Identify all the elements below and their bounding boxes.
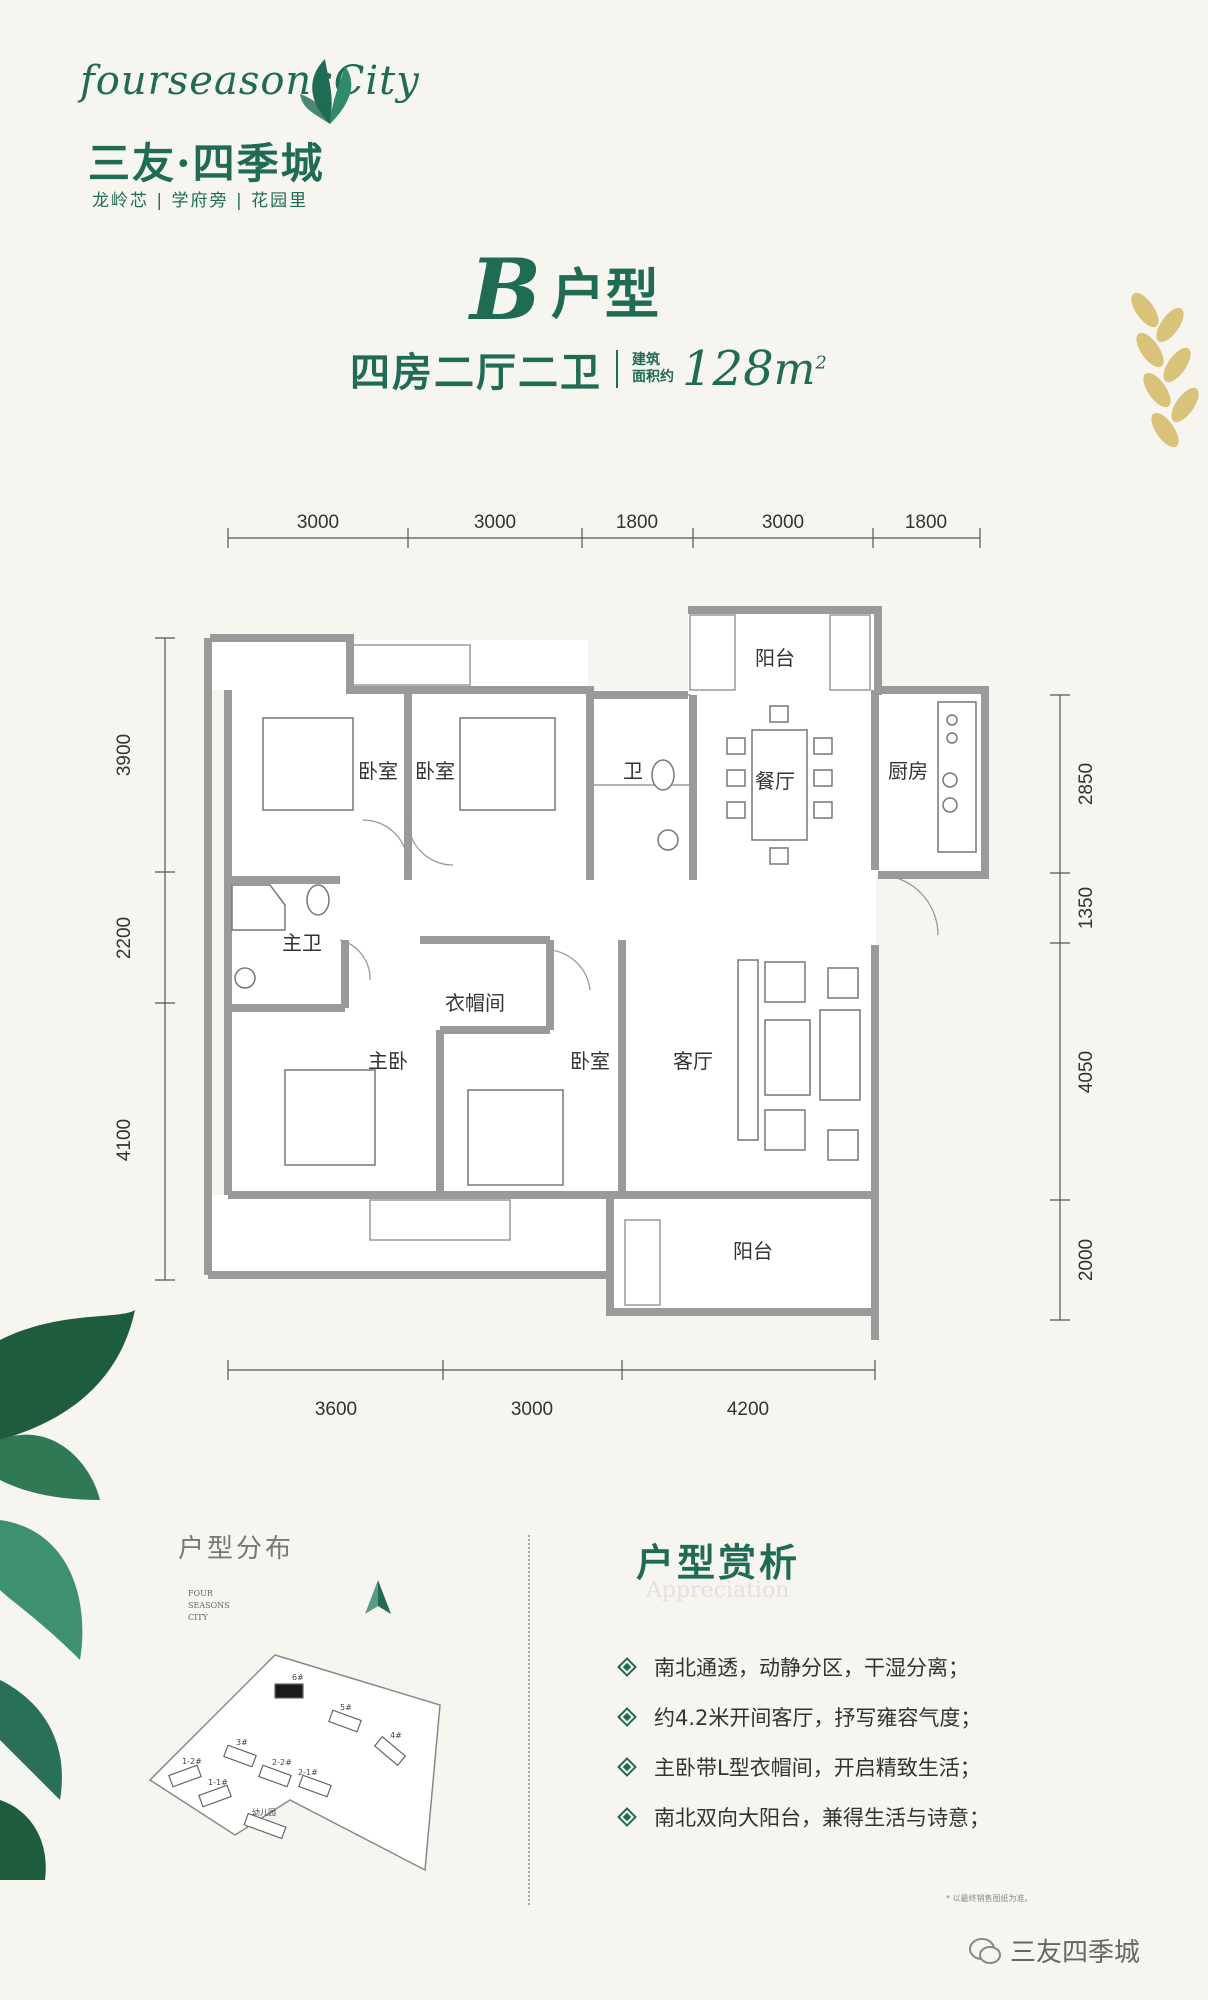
svg-text:1-2#: 1-2#: [182, 1757, 202, 1766]
dim-left-3: 4100: [114, 1119, 135, 1161]
floor-plan: 3000 3000 1800 3000 1800 3600 3000 4200 …: [114, 512, 1097, 1420]
wechat-account-name: 三友四季城: [1010, 1938, 1141, 1968]
section-divider: [528, 1535, 530, 1905]
area-value: 128: [682, 341, 774, 397]
room-bedroom-1: 卧室: [358, 759, 398, 783]
walls: [204, 606, 989, 1340]
diamond-bullet-icon: [617, 1757, 637, 1777]
svg-text:5#: 5#: [340, 1703, 352, 1712]
svg-text:4#: 4#: [390, 1731, 402, 1740]
unit-spec-line: 四房二厅二卫 建筑 面积约 128 m2: [350, 340, 827, 398]
dim-right-3: 4050: [1076, 1051, 1097, 1093]
room-master-bath: 主卫: [282, 931, 322, 955]
dim-top-1: 3000: [297, 512, 339, 533]
distribution-logo-text: FOUR SEASONS CITY: [188, 1589, 230, 1622]
room-kitchen: 厨房: [888, 759, 928, 783]
wechat-watermark: 三友四季城: [968, 1932, 1140, 1969]
brand-script-logo: fourseasonsCity: [80, 58, 420, 104]
feature-item: 约4.2米开间客厅，抒写雍容气度；: [617, 1692, 990, 1742]
distribution-title: 户型分布: [178, 1534, 295, 1564]
dimension-lines: [155, 528, 1070, 1380]
unit-type-suffix: 户型: [551, 262, 659, 326]
diamond-bullet-icon: [617, 1807, 637, 1827]
room-bathroom: 卫: [623, 759, 643, 783]
beds: [262, 717, 564, 1186]
area-unit: m2: [773, 343, 827, 395]
diamond-bullet-icon: [617, 1707, 637, 1727]
dim-right-1: 2850: [1076, 763, 1097, 805]
dim-bottom-2: 3000: [511, 1399, 553, 1420]
wheat-decoration-icon: [1131, 292, 1199, 448]
dim-bottom-3: 4200: [727, 1399, 769, 1420]
dim-left-2: 2200: [114, 917, 135, 959]
wechat-icon: [969, 1937, 1001, 1964]
disclaimer: * 以最终销售图纸为准。: [946, 1894, 1033, 1903]
kitchen-fixtures: [937, 701, 977, 853]
feature-item: 南北通透，动静分区，干湿分离；: [617, 1642, 990, 1692]
room-balcony-north: 阳台: [755, 646, 795, 670]
dim-top-2: 3000: [474, 512, 516, 533]
feature-item: 南北双向大阳台，兼得生活与诗意；: [617, 1792, 990, 1842]
dining-table: [726, 705, 833, 865]
analysis-title: 户型赏析: [636, 1540, 801, 1585]
doors: [339, 819, 939, 991]
room-dining: 餐厅: [755, 769, 795, 793]
dim-left-1: 3900: [114, 734, 135, 776]
north-arrow-icon: [365, 1580, 391, 1614]
dim-top-3: 1800: [616, 512, 658, 533]
site-map: 6# 5# 3# 4# 2-2# 2-1# 1-2# 1-1# 幼儿园: [148, 1654, 441, 1872]
dim-top-4: 3000: [762, 512, 804, 533]
svg-text:6#: 6#: [292, 1673, 304, 1682]
area-label: 建筑 面积约: [632, 352, 674, 385]
spec-divider: [616, 350, 618, 388]
brand-tagline: 龙岭芯 | 学府旁 | 花园里: [92, 191, 309, 211]
room-living: 客厅: [673, 1049, 713, 1073]
room-master-bedroom: 主卧: [368, 1049, 408, 1073]
room-bedroom-3: 卧室: [570, 1049, 610, 1073]
svg-text:2-2#: 2-2#: [272, 1758, 292, 1767]
dim-top-5: 1800: [905, 512, 947, 533]
diamond-bullet-icon: [617, 1657, 637, 1677]
lily-logo-icon: [300, 59, 352, 124]
svg-text:幼儿园: 幼儿园: [252, 1807, 276, 1817]
leaf-decoration-icon: [0, 1310, 135, 1880]
svg-text:3#: 3#: [236, 1738, 248, 1747]
dim-right-4: 2000: [1076, 1239, 1097, 1281]
dim-bottom-1: 3600: [315, 1399, 357, 1420]
svg-text:2-1#: 2-1#: [298, 1768, 318, 1777]
room-balcony-south: 阳台: [733, 1239, 773, 1263]
room-walk-in-closet: 衣帽间: [445, 991, 505, 1015]
room-count: 四房二厅二卫: [350, 349, 602, 396]
room-bedroom-2: 卧室: [415, 759, 455, 783]
analysis-subtitle: Appreciation: [646, 1578, 790, 1603]
bath-fixtures: [231, 759, 679, 989]
feature-item: 主卧带L型衣帽间，开启精致生活；: [617, 1742, 990, 1792]
brand-cn-name: 三友·四季城: [88, 139, 325, 188]
sofa-set: [737, 959, 861, 1161]
svg-text:1-1#: 1-1#: [208, 1778, 228, 1787]
unit-type-letter: B: [470, 240, 541, 339]
feature-list: 南北通透，动静分区，干湿分离； 约4.2米开间客厅，抒写雍容气度； 主卧带L型衣…: [617, 1642, 990, 1842]
dim-right-2: 1350: [1076, 887, 1097, 929]
